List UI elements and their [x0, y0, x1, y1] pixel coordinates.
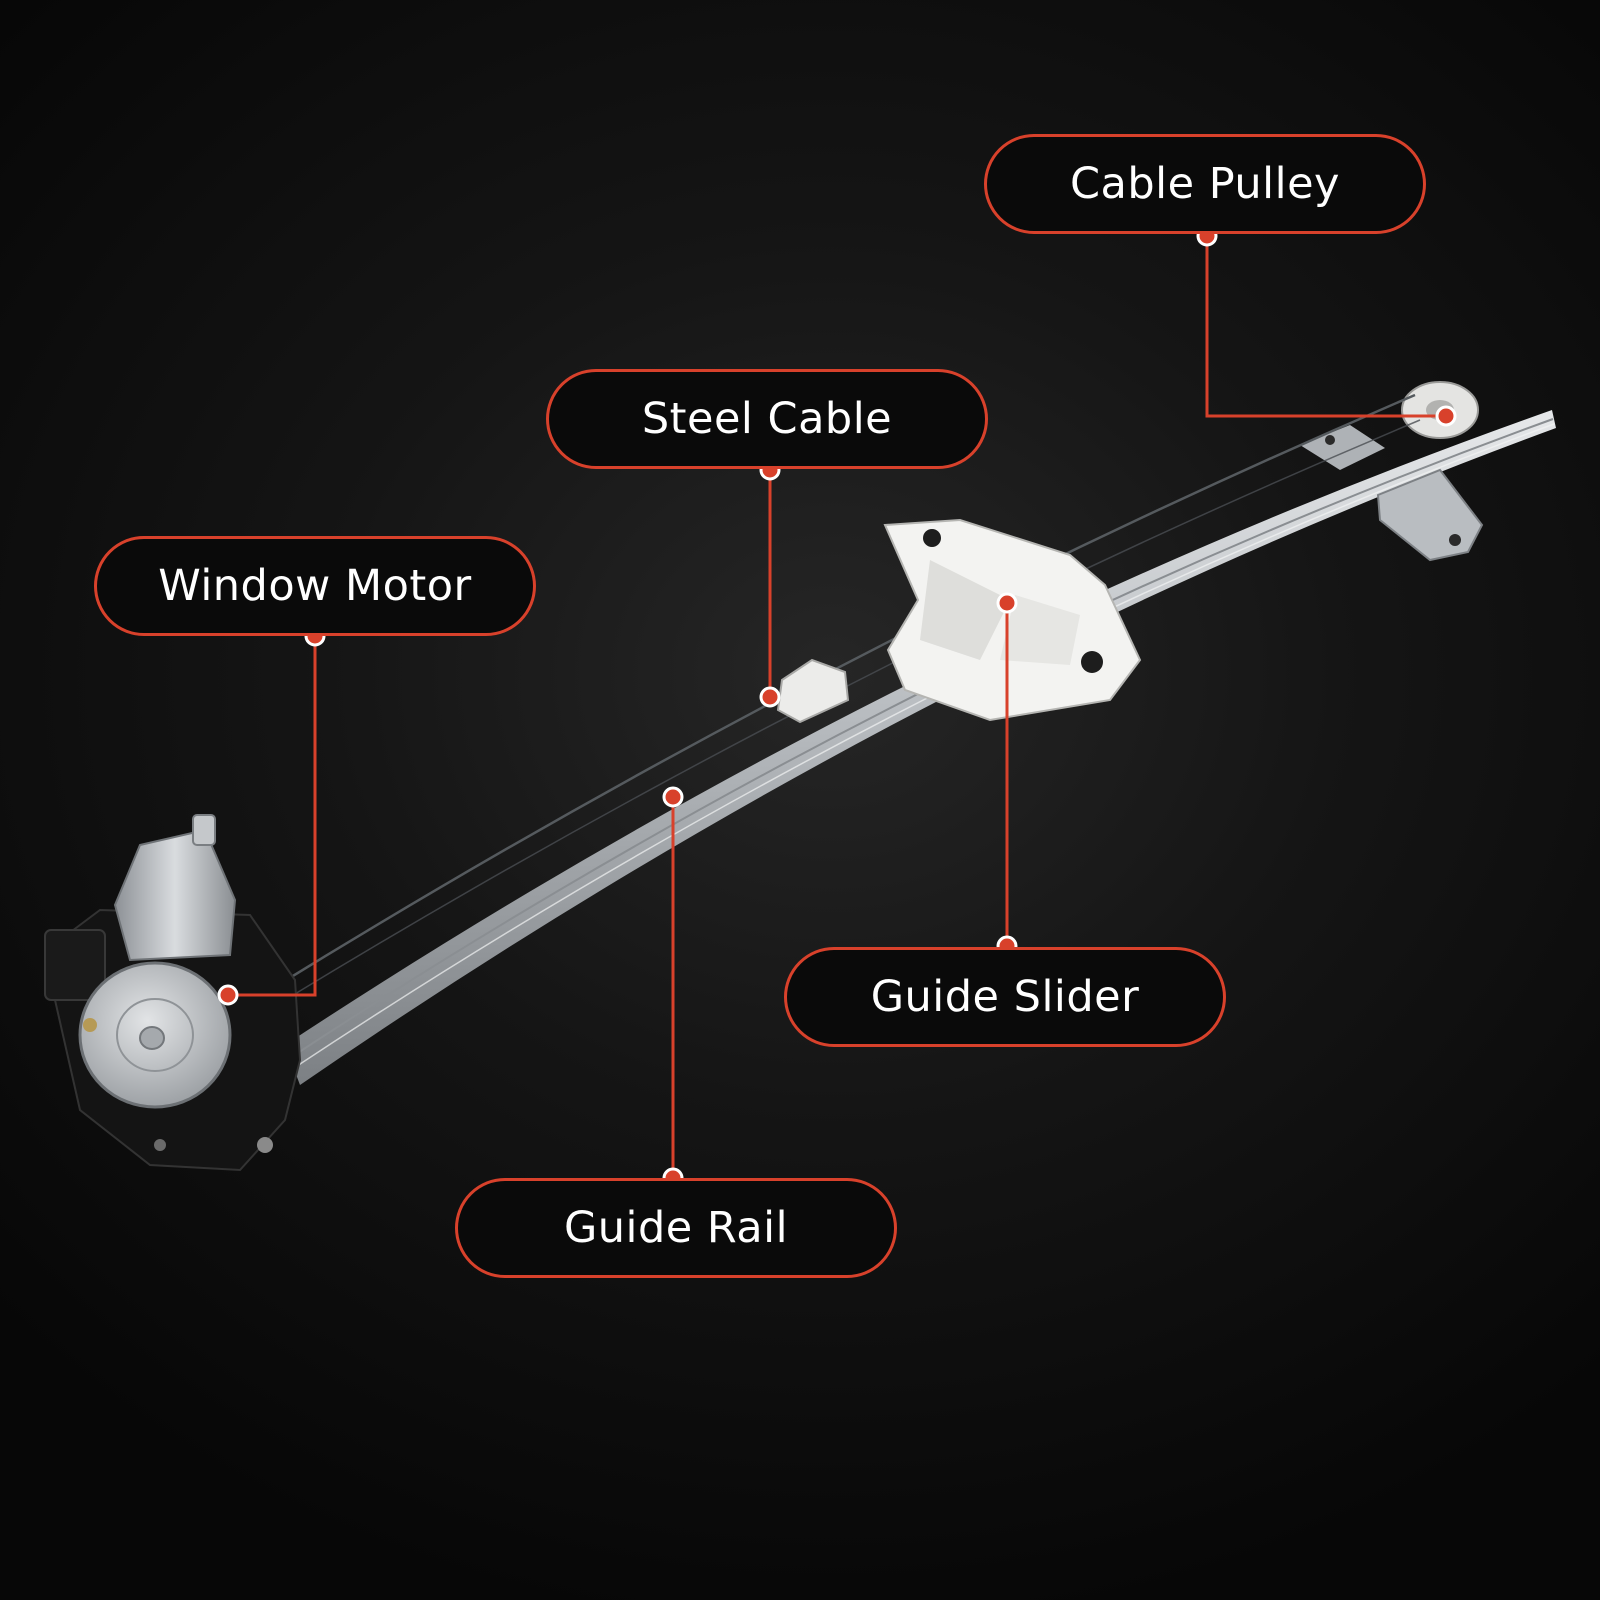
leader-lines [228, 236, 1446, 1178]
mounting-bracket [1300, 425, 1484, 562]
steel-cable-label: Steel Cable [546, 369, 988, 469]
dot-guide-slider-target [996, 592, 1018, 614]
window-motor [44, 814, 302, 1172]
dot-guide-rail-target [662, 786, 684, 808]
cable-clip [776, 658, 850, 724]
guide-slider [883, 518, 1142, 722]
dot-steel-cable-target [759, 686, 781, 708]
guide-rail-label: Guide Rail [455, 1178, 897, 1278]
cable-pulley-label: Cable Pulley [984, 134, 1426, 234]
leader-cable-pulley [1205, 236, 1446, 418]
leader-window-motor [228, 636, 317, 997]
guide-rail [285, 410, 1556, 1085]
window-motor-label: Window Motor [94, 536, 536, 636]
guide-slider-label: Guide Slider [784, 947, 1226, 1047]
dot-cable-pulley-target [1435, 405, 1457, 427]
dot-window-motor-target [217, 984, 239, 1006]
